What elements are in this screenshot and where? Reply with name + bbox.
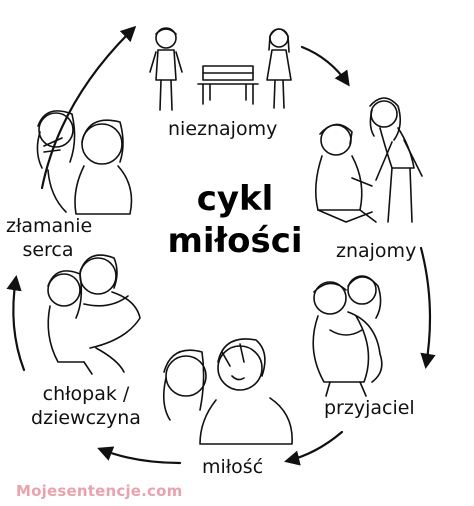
- diagram-title: cykl miłości: [150, 178, 320, 262]
- arrow-heartbreak-to-stranger: [40, 25, 137, 190]
- title-line-1: cykl: [196, 179, 274, 219]
- arrow-friend-to-love: [284, 430, 344, 466]
- strangers-illustration: [149, 27, 292, 111]
- label-heartbreak-line-2: serca: [22, 239, 74, 261]
- label-heartbreak-line-1: złamanie: [6, 215, 93, 237]
- arrow-acquaintance-to-friend: [419, 246, 436, 370]
- acquaintances-illustration: [314, 97, 423, 223]
- label-partner-line-1: chłopak /: [42, 383, 130, 405]
- arrow-partner-to-heartbreak: [6, 274, 26, 372]
- heartbreak-illustration: [36, 110, 133, 215]
- label-love: miłość: [202, 456, 264, 478]
- arrow-stranger-to-acquaintance: [300, 45, 350, 87]
- friends-illustration: [312, 275, 383, 397]
- label-acquaintance: znajomy: [336, 240, 417, 262]
- partners-illustration: [47, 254, 141, 375]
- label-partner-line-2: dziewczyna: [31, 407, 141, 429]
- arrow-love-to-partner: [97, 446, 182, 465]
- watermark: Mojesentencje.com: [16, 482, 183, 500]
- label-partner: chłopak / dziewczyna: [28, 382, 144, 430]
- love-illustration: [162, 338, 293, 445]
- title-line-2: miłości: [167, 221, 303, 261]
- label-stranger: nieznajomy: [168, 118, 278, 140]
- label-heartbreak: złamanie serca: [6, 214, 93, 262]
- label-friend: przyjaciel: [324, 397, 415, 419]
